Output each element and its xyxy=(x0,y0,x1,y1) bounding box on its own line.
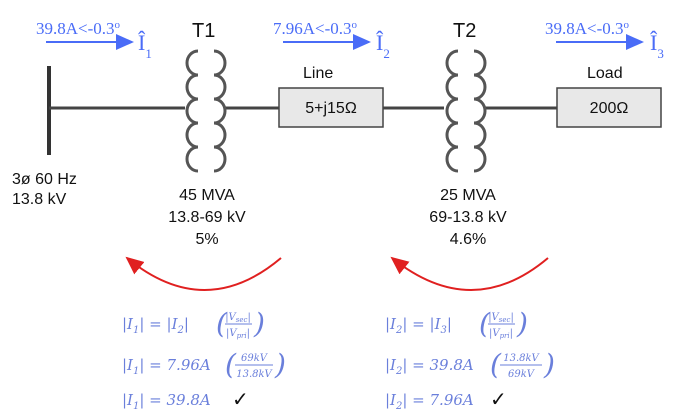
svg-text:39.8A<-0.3o: 39.8A<-0.3o xyxy=(36,19,121,38)
t2-voltage: 69-13.8 kV xyxy=(429,209,507,226)
paren-open: ( xyxy=(216,307,228,340)
source-spec-line1: 3ø 60 Hz xyxy=(12,171,77,188)
svg-text:69kV: 69kV xyxy=(241,353,269,364)
red-curved-arrow-left xyxy=(125,256,282,291)
svg-text:(: ( xyxy=(490,348,502,381)
svg-text:|I2| = 7.96A: |I2| = 7.96A xyxy=(385,391,474,412)
paren-close: ) xyxy=(253,307,265,340)
equations-right: |I2| = |I3| ( |Vsec| |Vpri| ) |I2| = 39.… xyxy=(385,307,555,412)
line-impedance-value: 5+j15Ω xyxy=(305,100,357,117)
svg-text:13.8kV: 13.8kV xyxy=(236,369,273,380)
transformer-t2-icon xyxy=(445,49,487,173)
checkmark-icon: ✓ xyxy=(490,389,507,411)
red-curved-arrow-right xyxy=(390,256,549,291)
current-annotation-1: 39.8A<-0.3o Î1 xyxy=(36,19,152,61)
t1-impedance: 5% xyxy=(195,231,218,248)
svg-text:|Vpri|: |Vpri| xyxy=(226,328,250,340)
svg-text:): ) xyxy=(274,348,286,381)
svg-text:Î2: Î2 xyxy=(376,30,390,61)
svg-text:): ) xyxy=(543,348,555,381)
current-1-subscript: 1 xyxy=(145,46,152,61)
source-spec-line2: 13.8 kV xyxy=(12,191,67,208)
svg-text:|Vsec|: |Vsec| xyxy=(225,312,251,324)
t1-label: T1 xyxy=(192,20,215,42)
current-3-value: 39.8A<-0.3 xyxy=(545,19,624,38)
equations-left: |I1| = |I2| ( |Vsec| |Vpri| ) |I1| = 7.9… xyxy=(122,307,286,412)
degree-symbol: o xyxy=(352,19,358,31)
t1-voltage: 13.8-69 kV xyxy=(168,209,246,226)
load-box xyxy=(556,87,662,128)
svg-text:13.8kV: 13.8kV xyxy=(503,353,540,364)
current-1-value: 39.8A<-0.3 xyxy=(36,19,115,38)
svg-text:|Vsec|: |Vsec| xyxy=(488,312,514,324)
svg-text:|I1| = |I2|: |I1| = |I2| xyxy=(122,315,189,336)
current-2-symbol: Î xyxy=(376,30,384,55)
current-2-subscript: 2 xyxy=(383,46,390,61)
current-3-symbol: Î xyxy=(650,30,658,55)
t1-rating: 45 MVA xyxy=(179,187,235,204)
current-3-subscript: 3 xyxy=(657,46,664,61)
transformer-t1-icon xyxy=(185,49,227,173)
t2-label: T2 xyxy=(453,20,476,42)
checkmark-icon: ✓ xyxy=(232,389,249,411)
svg-text:|I2| = |I3|: |I2| = |I3| xyxy=(385,315,452,336)
degree-symbol: o xyxy=(115,19,121,31)
line-impedance-box xyxy=(278,87,384,128)
current-2-value: 7.96A<-0.3 xyxy=(273,19,352,38)
current-1-symbol: Î xyxy=(138,30,146,55)
current-annotation-3: 39.8A<-0.3o Î3 xyxy=(545,19,664,61)
svg-text:7.96A<-0.3o: 7.96A<-0.3o xyxy=(273,19,358,38)
svg-text:(: ( xyxy=(225,348,237,381)
current-annotation-2: 7.96A<-0.3o Î2 xyxy=(273,19,390,61)
t2-impedance: 4.6% xyxy=(450,231,486,248)
svg-text:69kV: 69kV xyxy=(508,369,536,380)
load-label: Load xyxy=(587,65,623,82)
svg-text:Î1: Î1 xyxy=(138,30,152,61)
t2-rating: 25 MVA xyxy=(440,187,496,204)
svg-text:Î3: Î3 xyxy=(650,30,664,61)
degree-symbol: o xyxy=(624,19,630,31)
svg-text:|I2| = 39.8A: |I2| = 39.8A xyxy=(385,356,474,377)
svg-text:|Vpri|: |Vpri| xyxy=(489,328,513,340)
svg-text:(: ( xyxy=(479,307,491,340)
load-value: 200Ω xyxy=(590,100,629,117)
svg-text:|I1| = 39.8A: |I1| = 39.8A xyxy=(122,391,211,412)
svg-text:): ) xyxy=(516,307,528,340)
line-label: Line xyxy=(303,65,333,82)
svg-text:39.8A<-0.3o: 39.8A<-0.3o xyxy=(545,19,630,38)
svg-text:|I1| = 7.96A: |I1| = 7.96A xyxy=(122,356,211,377)
